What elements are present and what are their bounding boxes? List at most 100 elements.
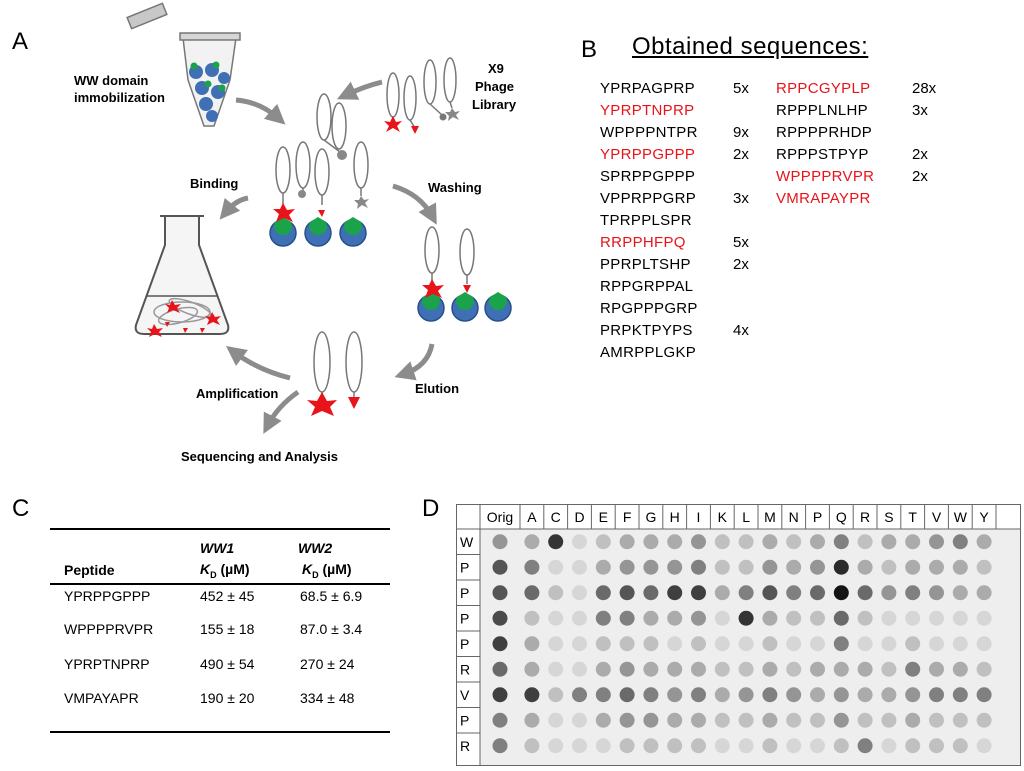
blot-spot [691, 738, 706, 754]
blot-spot [976, 534, 992, 550]
ww-domain-label-line1: WW domain [74, 73, 148, 88]
blot-spot [857, 534, 873, 550]
blot-spot [905, 559, 921, 575]
sequence-entry: YPRPTNPRP [600, 102, 695, 119]
ww2-kd-header: KD (µM) [302, 561, 352, 580]
blot-spot [738, 585, 754, 601]
sequence-entry: PRPKTPYPS [600, 322, 693, 339]
blot-spot [810, 559, 825, 575]
blot-spot [738, 661, 754, 677]
blot-spot [714, 687, 730, 703]
cycle-arrows-icon [219, 79, 437, 434]
blot-spot [619, 661, 635, 677]
library-label-line2: Phage [475, 79, 514, 94]
blot-column-label: T [908, 509, 917, 525]
kd-cell-ww2: 87.0 ± 3.4 [300, 621, 363, 637]
blot-spot [572, 610, 587, 626]
blot-spot [572, 712, 587, 728]
blot-spot [762, 738, 778, 754]
blot-spot [905, 712, 921, 728]
panel-label-d: D [422, 495, 440, 522]
blot-spot [714, 534, 730, 550]
blot-spot [572, 534, 587, 550]
blot-spot [524, 636, 540, 652]
eppendorf-tube-icon [126, 2, 241, 127]
blot-frame [456, 504, 1021, 766]
blot-row-label: P [460, 560, 469, 576]
blot-row-label: R [460, 738, 470, 754]
blot-spot [786, 610, 802, 626]
sequence-count: 2x [733, 146, 749, 163]
blot-spot [857, 738, 873, 754]
blot-spot [905, 610, 921, 626]
blot-spot [929, 687, 944, 703]
blot-spot [595, 559, 611, 575]
blot-spot [810, 661, 825, 677]
sequence-entry: RRPPHFPQ [600, 234, 686, 251]
blot-spot [667, 585, 683, 601]
sequence-count: 2x [733, 256, 749, 273]
blot-spot [810, 712, 825, 728]
blot-spot [881, 738, 897, 754]
blot-spot [595, 738, 611, 754]
kd-cell-ww2: 270 ± 24 [300, 656, 355, 672]
blot-spot [619, 712, 635, 728]
blot-spot [595, 585, 611, 601]
blot-spot [572, 661, 587, 677]
blot-row-label: V [460, 687, 470, 703]
blot-column-label: W [954, 509, 968, 525]
blot-spot [857, 712, 873, 728]
blot-spot [905, 738, 921, 754]
blot-spot [572, 636, 587, 652]
sequence-count: 5x [733, 80, 749, 97]
blot-spot [833, 661, 849, 677]
blot-spot [691, 661, 706, 677]
blot-spot [738, 687, 754, 703]
blot-spot [667, 636, 683, 652]
blot-column-label: K [718, 509, 728, 525]
obtained-sequences-title: Obtained sequences: [632, 33, 869, 60]
blot-spot [667, 610, 683, 626]
blot-spot [738, 636, 754, 652]
blot-column-label: L [742, 509, 750, 525]
blot-spot [952, 534, 968, 550]
sequence-entry: VMRAPAYPR [776, 190, 871, 207]
blot-spot [786, 636, 802, 652]
blot-spot [786, 738, 802, 754]
ww2-header: WW2 [298, 540, 333, 556]
blot-spot [786, 534, 802, 550]
peptide-header: Peptide [64, 562, 115, 578]
blot-spot [524, 534, 540, 550]
blot-spot [667, 687, 683, 703]
blot-spot [691, 636, 706, 652]
sequence-entry: RPGPPPGRP [600, 300, 698, 317]
blot-column-label: R [860, 509, 870, 525]
blot-spot [810, 534, 825, 550]
blot-spot [857, 559, 873, 575]
blot-spot [595, 534, 611, 550]
blot-spot [976, 585, 992, 601]
blot-spot [524, 610, 540, 626]
blot-spot [643, 610, 659, 626]
blot-spot [524, 661, 540, 677]
blot-spot [667, 559, 683, 575]
blot-row-label: P [460, 585, 469, 601]
blot-spot [524, 687, 540, 703]
blot-spot [524, 738, 540, 754]
blot-spot [905, 661, 921, 677]
blot-spot [572, 738, 587, 754]
blot-spot [492, 712, 508, 728]
blot-spot [762, 559, 778, 575]
blot-spot [667, 712, 683, 728]
blot-spot [492, 534, 508, 550]
blot-spot [952, 712, 968, 728]
sequence-count: 3x [733, 190, 749, 207]
blot-spot [738, 534, 754, 550]
blot-spot [976, 738, 992, 754]
sequence-count: 9x [733, 124, 749, 141]
blot-spot [976, 712, 992, 728]
sequence-entry: RPPGRPPAL [600, 278, 694, 295]
blot-spot [929, 661, 944, 677]
blot-spot [492, 610, 508, 626]
